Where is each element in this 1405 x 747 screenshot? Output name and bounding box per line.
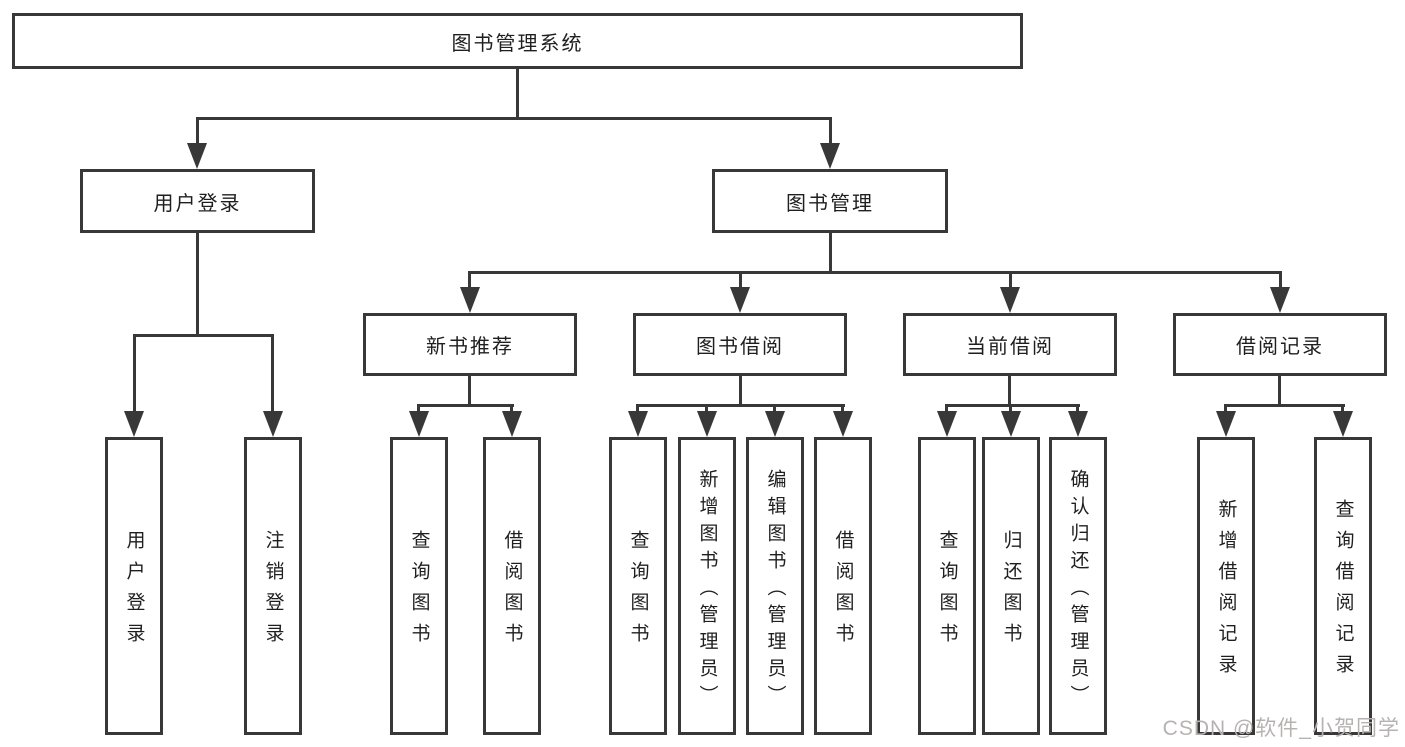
watermark: CSDN @软件_小贺同学: [1162, 717, 1400, 740]
node-label: 图书管理系统: [451, 32, 584, 55]
leaf-label: 查询图书: [936, 530, 958, 654]
connector-line: [469, 271, 1282, 274]
leaf-label: 查询借阅记录: [1332, 499, 1354, 685]
leaf-query-borrow-record: 查询借阅记录: [1314, 437, 1372, 735]
arrow-down-icon: [820, 143, 840, 169]
connector-line: [133, 334, 136, 414]
node-label: 新书推荐: [426, 336, 514, 358]
connector-line: [196, 117, 199, 147]
arrow-down-icon: [124, 411, 144, 437]
connector-line: [468, 271, 471, 291]
arrow-down-icon: [730, 287, 750, 313]
arrow-down-icon: [833, 411, 853, 437]
arrow-down-icon: [1001, 411, 1021, 437]
arrow-down-icon: [409, 411, 429, 437]
leaf-user-login: 用户登录: [105, 437, 163, 735]
arrow-down-icon: [460, 287, 480, 313]
connector-line: [945, 404, 948, 414]
node-borrowing-records: 借阅记录: [1173, 313, 1387, 376]
connector-line: [945, 404, 1080, 407]
leaf-logout: 注销登录: [244, 437, 302, 735]
leaf-label: 新增图书（管理员）: [696, 468, 718, 712]
connector-line: [1076, 404, 1079, 414]
connector-line: [1279, 271, 1282, 291]
connector-line: [705, 404, 708, 414]
connector-line: [841, 404, 844, 414]
leaf-confirm-return-admin: 确认归还（管理员）: [1049, 437, 1107, 735]
connector-line: [636, 404, 845, 407]
connector-line: [417, 404, 514, 407]
node-book-borrowing: 图书借阅: [633, 313, 847, 376]
connector-line: [196, 117, 832, 120]
connector-line: [739, 271, 742, 291]
node-label: 借阅记录: [1236, 336, 1324, 358]
leaf-add-books-admin: 新增图书（管理员）: [678, 437, 736, 735]
connector-line: [516, 69, 519, 120]
leaf-edit-books-admin: 编辑图书（管理员）: [746, 437, 804, 735]
leaf-label: 用户登录: [123, 530, 145, 654]
arrow-down-icon: [263, 411, 283, 437]
connector-line: [636, 404, 639, 414]
leaf-label: 编辑图书（管理员）: [764, 468, 786, 712]
connector-line: [468, 376, 471, 406]
leaf-borrow-books: 借阅图书: [814, 437, 872, 735]
leaf-label: 查询图书: [408, 530, 430, 654]
node-label: 当前借阅: [966, 336, 1054, 358]
node-user-login: 用户登录: [80, 169, 315, 233]
connector-line: [1278, 376, 1281, 406]
leaf-label: 借阅图书: [501, 530, 523, 654]
leaf-query-books-recommend: 查询图书: [390, 437, 448, 735]
connector-line: [1009, 404, 1012, 414]
arrow-down-icon: [1216, 411, 1236, 437]
arrow-down-icon: [502, 411, 522, 437]
connector-line: [1224, 404, 1345, 407]
arrow-down-icon: [937, 411, 957, 437]
arrow-down-icon: [187, 143, 207, 169]
leaf-label: 新增借阅记录: [1215, 499, 1237, 685]
connector-line: [1008, 376, 1011, 406]
node-new-book-recommendation: 新书推荐: [363, 313, 577, 376]
connector-line: [1341, 404, 1344, 414]
arrow-down-icon: [628, 411, 648, 437]
node-current-borrowing: 当前借阅: [903, 313, 1117, 376]
connector-line: [829, 233, 832, 274]
arrow-down-icon: [697, 411, 717, 437]
leaf-label: 确认归还（管理员）: [1067, 468, 1089, 712]
connector-line: [829, 117, 832, 147]
connector-line: [739, 376, 742, 406]
leaf-return-books: 归还图书: [982, 437, 1040, 735]
connector-line: [1224, 404, 1227, 414]
connector-line: [271, 334, 274, 414]
connector-line: [417, 404, 420, 414]
node-label: 用户登录: [153, 192, 242, 215]
arrow-down-icon: [1270, 287, 1290, 313]
connector-line: [133, 334, 274, 337]
leaf-label: 借阅图书: [832, 530, 854, 654]
arrow-down-icon: [1333, 411, 1353, 437]
connector-line: [196, 233, 199, 337]
node-label: 图书管理: [786, 192, 874, 215]
arrow-down-icon: [1068, 411, 1088, 437]
connector-line: [510, 404, 513, 414]
leaf-label: 查询图书: [627, 530, 649, 654]
leaf-add-borrow-record: 新增借阅记录: [1197, 437, 1255, 735]
leaf-label: 注销登录: [262, 530, 284, 654]
leaf-borrow-books-recommend: 借阅图书: [483, 437, 541, 735]
leaf-query-books-current: 查询图书: [918, 437, 976, 735]
node-label: 图书借阅: [696, 336, 784, 358]
node-book-management: 图书管理: [712, 169, 948, 233]
leaf-query-books-borrow: 查询图书: [609, 437, 667, 735]
node-library-management-system: 图书管理系统: [12, 13, 1023, 69]
arrow-down-icon: [765, 411, 785, 437]
arrow-down-icon: [1000, 287, 1020, 313]
leaf-label: 归还图书: [1000, 530, 1022, 654]
connector-line: [773, 404, 776, 414]
connector-line: [1009, 271, 1012, 291]
